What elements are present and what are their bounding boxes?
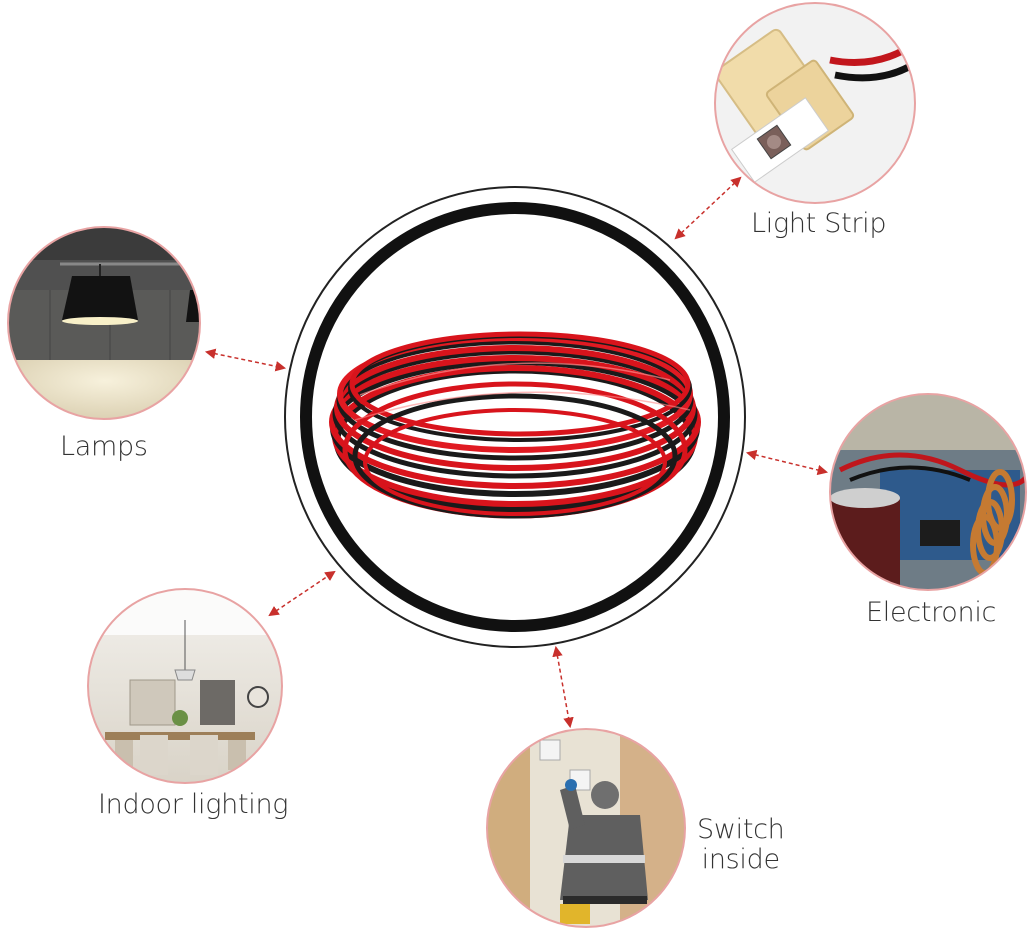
label-electronic: Electronic — [866, 597, 997, 628]
indoor-lighting-bubble — [87, 588, 283, 784]
connector-arrows — [204, 176, 829, 729]
lamps-image — [7, 226, 201, 420]
arrow-to-switch-inside — [552, 645, 574, 729]
label-indoor-lighting: Indoor lighting — [98, 789, 289, 820]
switch-inside-image — [486, 728, 686, 928]
arrow-to-lamps — [204, 348, 287, 372]
light-strip-bubble — [714, 2, 916, 204]
arrow-to-indoor-lighting — [268, 570, 336, 617]
electronic-image — [829, 393, 1027, 591]
lamps-bubble — [7, 226, 201, 420]
arrow-to-light-strip — [674, 176, 742, 240]
wire-coil-image — [329, 331, 701, 519]
inner-ring — [300, 202, 730, 632]
label-light-strip: Light Strip — [751, 208, 887, 239]
light-strip-image — [714, 2, 916, 204]
label-lamps: Lamps — [60, 431, 148, 462]
indoor-lighting-image — [87, 588, 283, 784]
label-switch-inside: Switch inside — [697, 814, 785, 875]
switch-inside-bubble — [486, 728, 686, 928]
electronic-bubble — [829, 393, 1027, 591]
arrow-to-electronic — [745, 449, 829, 476]
center-wire-coil-group — [284, 186, 746, 648]
